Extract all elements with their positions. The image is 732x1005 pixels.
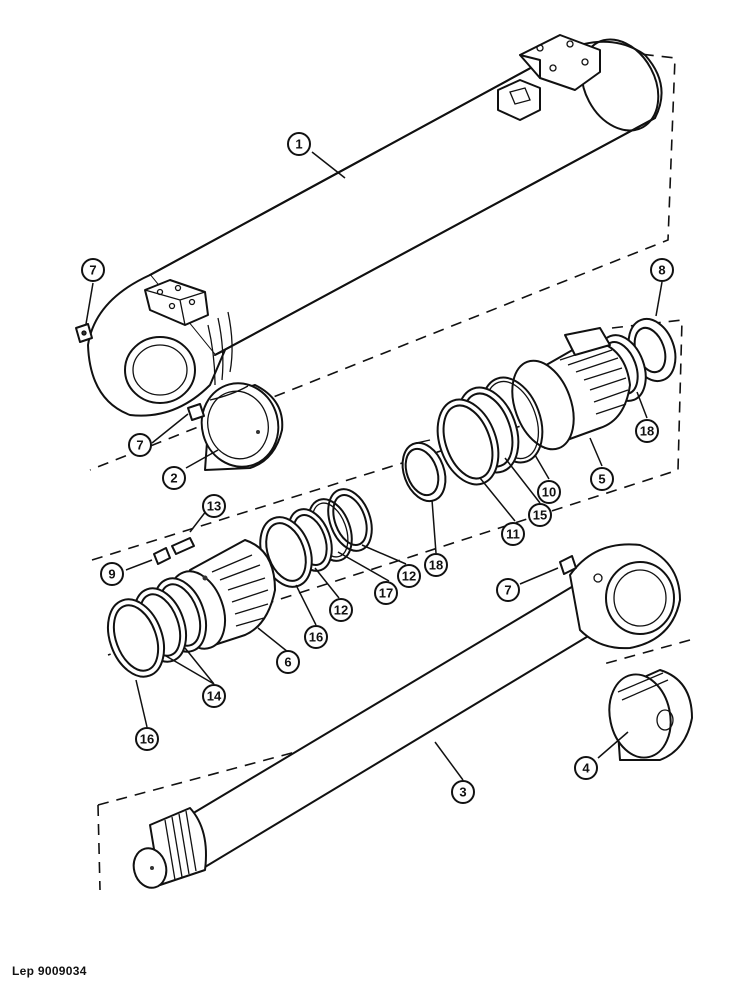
svg-text:18: 18 (429, 558, 443, 573)
svg-text:10: 10 (542, 485, 556, 500)
backup-ring-middle (401, 439, 447, 503)
callout-16-b: 16 (135, 727, 159, 751)
svg-text:18: 18 (640, 424, 654, 439)
callout-10: 10 (537, 480, 561, 504)
grease-nipple-tube (75, 323, 93, 343)
svg-text:14: 14 (207, 689, 222, 704)
svg-text:13: 13 (207, 499, 221, 514)
grease-nipple-rod (559, 555, 577, 575)
svg-text:7: 7 (89, 263, 96, 278)
assembly-outline-lower (97, 639, 691, 891)
callout-1: 1 (287, 132, 311, 156)
dowel-pin (171, 537, 195, 555)
drawing-reference-code: Lep 9009034 (12, 964, 87, 978)
callout-16-a: 16 (304, 625, 328, 649)
assembly-outline-middle (91, 319, 683, 656)
callout-5: 5 (590, 467, 614, 491)
svg-text:9: 9 (108, 567, 115, 582)
callout-17: 17 (374, 581, 398, 605)
slide-ring-b (106, 598, 166, 678)
callout-9: 9 (100, 562, 124, 586)
callout-11: 11 (501, 522, 525, 546)
svg-text:8: 8 (658, 263, 665, 278)
callout-8: 8 (650, 258, 674, 282)
callout-15: 15 (528, 503, 552, 527)
svg-text:6: 6 (284, 655, 291, 670)
svg-text:4: 4 (582, 761, 590, 776)
callout-7-tube: 7 (81, 258, 105, 282)
callout-7-bushing: 7 (128, 433, 152, 457)
svg-text:12: 12 (334, 603, 348, 618)
callout-2: 2 (162, 466, 186, 490)
leader-lines (85, 151, 663, 781)
svg-text:1: 1 (295, 137, 302, 152)
svg-text:16: 16 (309, 630, 323, 645)
wear-ring-a (327, 488, 373, 552)
seal-ring-gland (436, 398, 500, 486)
svg-text:12: 12 (402, 569, 416, 584)
callout-4: 4 (574, 756, 598, 780)
callout-7-rod: 7 (496, 578, 520, 602)
grease-nipple-bushing (187, 403, 205, 421)
callout-12-a: 12 (397, 564, 421, 588)
bushing-tube (200, 382, 284, 471)
svg-text:7: 7 (504, 583, 511, 598)
cylinder-tube (87, 34, 663, 417)
svg-text:5: 5 (598, 472, 605, 487)
callout-18-middle: 18 (424, 553, 448, 577)
assembly-outline-upper (89, 49, 676, 471)
callout-18-upper: 18 (635, 419, 659, 443)
svg-text:7: 7 (136, 438, 143, 453)
set-screw (153, 547, 171, 565)
piston-rod (132, 543, 681, 889)
svg-text:3: 3 (459, 785, 466, 800)
svg-text:15: 15 (533, 508, 547, 523)
svg-text:2: 2 (170, 471, 177, 486)
callout-6: 6 (276, 650, 300, 674)
bushing-rod (608, 669, 693, 761)
callout-14: 14 (202, 684, 226, 708)
callout-12-b: 12 (329, 598, 353, 622)
svg-text:11: 11 (506, 527, 520, 542)
svg-text:16: 16 (140, 732, 154, 747)
callout-3: 3 (451, 780, 475, 804)
rod-gland (511, 327, 631, 451)
svg-text:17: 17 (379, 586, 393, 601)
callout-13: 13 (202, 494, 226, 518)
